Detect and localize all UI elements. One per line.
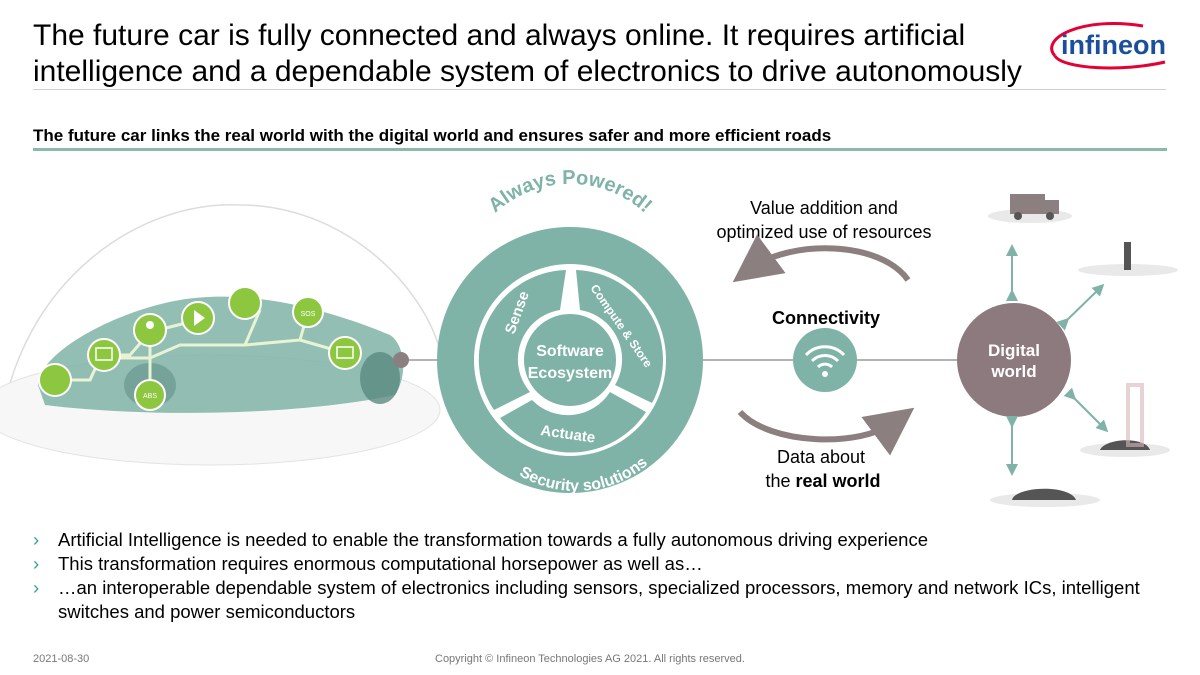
upper-arrow (732, 234, 911, 283)
car-connector-dot (393, 352, 409, 368)
footer-date: 2021-08-30 (33, 653, 90, 665)
digital-links (1006, 244, 1109, 476)
car-wheel-front (360, 352, 400, 404)
digital-world-sphere (957, 303, 1071, 417)
abs-label: ABS (143, 393, 157, 400)
lower-arrow (737, 407, 915, 456)
ring-top-label: Always Powered! (484, 167, 656, 217)
connectivity-label: Connectivity (772, 308, 880, 328)
sos-label: SOS (301, 311, 316, 318)
connected-car-diagram: SOS ABS Always Powered! Security solutio… (0, 167, 1178, 507)
sos-icon (292, 296, 324, 328)
center-label-2: Ecosystem (528, 365, 613, 382)
value-label-1: Value addition and (750, 198, 898, 218)
airbag-icon (133, 313, 167, 347)
car-dome (0, 204, 441, 431)
bullet-text: Artificial Intelligence is needed to ena… (58, 529, 928, 550)
bullet-item: › Artificial Intelligence is needed to e… (33, 528, 1173, 552)
lane-assist-icon (38, 363, 72, 397)
sports-car-icon (1080, 383, 1170, 457)
car-feature-icons: SOS ABS (38, 286, 362, 411)
convertible-icon (990, 488, 1100, 507)
bullet-text: …an interoperable dependable system of e… (58, 577, 1140, 622)
title-divider (33, 89, 1166, 90)
digital-label-1: Digital (988, 341, 1040, 360)
subtitle-divider (33, 148, 1167, 151)
wifi-icon (793, 328, 857, 392)
logo-text: infineon (1061, 30, 1166, 60)
bullet-item: › This transformation requires enormous … (33, 552, 1173, 576)
center-label-1: Software (536, 343, 604, 360)
bullet-mark: › (33, 577, 40, 598)
page-title: The future car is fully connected and al… (33, 18, 1033, 90)
battery-icon (328, 336, 362, 370)
engine-icon (87, 338, 121, 372)
bullet-list: › Artificial Intelligence is needed to e… (33, 528, 1173, 624)
bullet-item: › …an interoperable dependable system of… (33, 576, 1173, 624)
bullet-text: This transformation requires enormous co… (58, 553, 703, 574)
traffic-light-icon (1078, 242, 1178, 276)
steering-sensor-icon (228, 286, 262, 320)
bullet-mark: › (33, 553, 40, 574)
footer-copyright: Copyright © Infineon Technologies AG 202… (435, 653, 745, 665)
infineon-logo: infineon (1050, 22, 1166, 70)
abs-icon (134, 379, 166, 411)
section-subtitle: The future car links the real world with… (33, 126, 832, 145)
sense-segment (478, 270, 566, 410)
software-ecosystem-core (522, 312, 618, 408)
data-label-2: the real world (765, 471, 880, 491)
value-label-2: optimized use of resources (716, 222, 931, 242)
actuate-segment (500, 392, 646, 453)
compute-segment (576, 270, 663, 403)
digital-label-2: world (990, 362, 1036, 381)
truck-icon (988, 194, 1072, 223)
data-label-1: Data about (777, 447, 865, 467)
bullet-mark: › (33, 529, 40, 550)
title-line-2: intelligence and a dependable system of … (33, 55, 1022, 88)
title-line-1: The future car is fully connected and al… (33, 19, 966, 52)
